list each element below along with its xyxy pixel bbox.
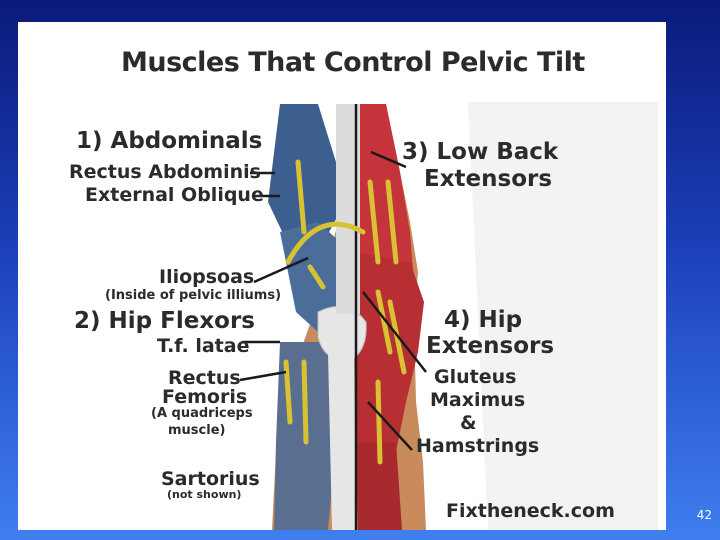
label-low-back: 3) Low Back bbox=[402, 139, 559, 165]
arrow-abdominal bbox=[295, 159, 307, 235]
label-rectus-femoris-2: Femoris bbox=[162, 386, 248, 408]
label-not-shown: (not shown) bbox=[167, 488, 242, 501]
slide-panel: Muscles That Control Pelvic Tilt 1) Abdo… bbox=[18, 22, 666, 530]
arrow-low-back-1 bbox=[367, 179, 381, 265]
label-rectus-femoris-1: Rectus bbox=[168, 367, 241, 389]
arrow-hamstring bbox=[375, 379, 383, 465]
label-hip-flexors: 2) Hip Flexors bbox=[74, 308, 255, 334]
leader-iliopsoas bbox=[253, 256, 309, 284]
label-tf-latae: T.f. latae bbox=[157, 335, 250, 357]
arrow-hip-1 bbox=[375, 289, 393, 355]
abdominal-muscle bbox=[268, 104, 340, 252]
arrow-curve bbox=[285, 221, 366, 265]
gluteus-muscle bbox=[354, 252, 424, 472]
page-title: Muscles That Control Pelvic Tilt bbox=[121, 47, 585, 78]
label-maximus: Maximus bbox=[430, 389, 526, 411]
arrow-thigh-2 bbox=[301, 359, 309, 445]
label-hamstrings: Hamstrings bbox=[416, 435, 540, 457]
arrow-low-back-2 bbox=[385, 179, 399, 265]
label-abdominals: 1) Abdominals bbox=[76, 128, 263, 154]
femur-bone bbox=[328, 352, 356, 530]
label-gluteus: Gluteus bbox=[434, 366, 517, 388]
watermark-text: Fixtheneck.com bbox=[446, 500, 615, 522]
label-iliopsoas: Iliopsoas bbox=[159, 266, 255, 288]
leader-gluteus bbox=[362, 291, 427, 373]
slide-number: 42 bbox=[696, 508, 712, 522]
label-quad-note-2: muscle) bbox=[168, 423, 226, 438]
leader-rectus-femoris bbox=[239, 370, 287, 382]
label-external-oblique: External Oblique bbox=[85, 184, 264, 206]
background-silhouette bbox=[468, 102, 658, 530]
label-ampersand: & bbox=[460, 412, 477, 434]
label-iliopsoas-note: (Inside of pelvic illiums) bbox=[105, 288, 282, 303]
label-hip-extensors-1: 4) Hip bbox=[444, 307, 523, 333]
label-sartorius: Sartorius bbox=[161, 468, 260, 490]
label-rectus-abdominis: Rectus Abdominis bbox=[69, 161, 261, 183]
arrow-thigh-1 bbox=[283, 359, 293, 425]
pelvic-muscle-diagram bbox=[239, 102, 658, 530]
leader-low-back bbox=[370, 150, 407, 169]
leader-hamstrings bbox=[367, 401, 413, 451]
hamstring-muscle bbox=[356, 442, 402, 530]
arrow-iliopsoas bbox=[307, 264, 326, 290]
label-quad-note-1: (A quadriceps bbox=[151, 406, 253, 421]
leader-lines bbox=[239, 150, 427, 451]
label-hip-extensors-2: Extensors bbox=[426, 333, 555, 359]
label-low-back-extensors: Extensors bbox=[424, 166, 553, 192]
